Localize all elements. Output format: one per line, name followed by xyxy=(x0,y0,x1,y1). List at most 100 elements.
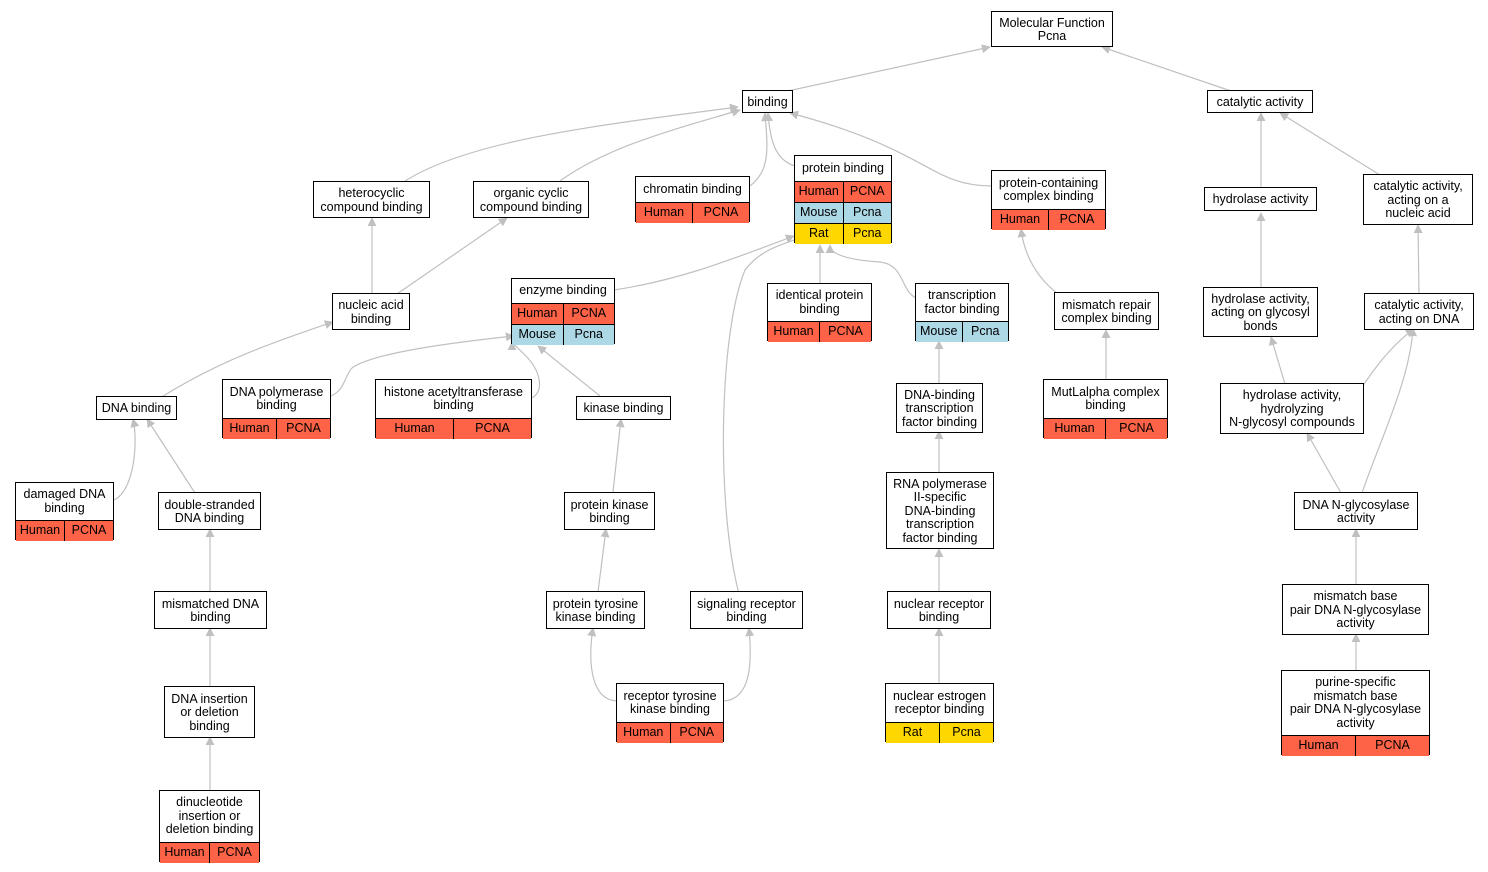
node-label: identical protein binding xyxy=(775,288,864,316)
gene-symbol: PCNA xyxy=(209,843,259,863)
edge xyxy=(537,345,601,397)
go-node-dna-binding-transcription-factor-binding[interactable]: DNA-binding transcription factor binding xyxy=(896,383,983,433)
gene-symbol: PCNA xyxy=(562,304,615,324)
node-label: nuclear receptor binding xyxy=(893,596,985,624)
go-node-protein-kinase-binding[interactable]: protein kinase binding xyxy=(564,492,655,530)
go-node-kinase-binding[interactable]: kinase binding xyxy=(576,396,671,420)
node-label: hydrolase activity xyxy=(1212,192,1309,207)
gene-symbol: PCNA xyxy=(453,419,531,439)
species-label: Human xyxy=(229,421,270,436)
node-label: histone acetyltransferase binding xyxy=(384,384,523,412)
edge xyxy=(1279,112,1381,176)
node-label: protein kinase binding xyxy=(570,497,649,525)
species-label: Human xyxy=(1054,421,1095,436)
gene-symbol: Pcna xyxy=(842,203,892,223)
species-label: Human xyxy=(19,523,61,538)
edge xyxy=(404,103,739,182)
species-label: Human xyxy=(164,845,205,860)
species-row: Human PCNA xyxy=(1044,418,1167,439)
node-label: kinase binding xyxy=(583,401,664,416)
node-label: DNA binding xyxy=(101,401,172,416)
species-row: Human PCNA xyxy=(512,303,614,324)
edge xyxy=(1306,432,1342,494)
gene-symbol: Pcna xyxy=(939,723,993,743)
go-node-catalytic-activity[interactable]: catalytic activity xyxy=(1207,90,1313,113)
go-node-heterocyclic-compound-binding[interactable]: heterocyclic compound binding xyxy=(313,181,430,218)
edge xyxy=(1413,224,1423,295)
species-label: Rat xyxy=(809,226,829,241)
edge xyxy=(722,627,755,702)
go-node-mismatched-dna-binding[interactable]: mismatched DNA binding xyxy=(154,591,267,629)
go-node-catalytic-activity-dna[interactable]: catalytic activity, acting on DNA xyxy=(1364,293,1474,330)
go-node-molecular-function[interactable]: Molecular Function Pcna xyxy=(991,11,1113,47)
node-label: dinucleotide insertion or deletion bindi… xyxy=(165,795,254,837)
gene-symbol: PCNA xyxy=(669,723,724,743)
go-node-double-stranded-dna-binding[interactable]: double-stranded DNA binding xyxy=(158,492,261,530)
go-node-dna-binding[interactable]: DNA binding xyxy=(96,396,177,420)
node-label: double-stranded DNA binding xyxy=(164,497,255,525)
edge xyxy=(330,332,515,397)
edge xyxy=(749,112,771,187)
go-node-protein-tyrosine-kinase-binding[interactable]: protein tyrosine kinase binding xyxy=(546,591,645,629)
go-node-nucleic-acid-binding[interactable]: nucleic acid binding xyxy=(332,293,410,330)
go-node-catalytic-activity-nucleic-acid[interactable]: catalytic activity, acting on a nucleic … xyxy=(1363,174,1473,225)
go-node-mismatch-repair-complex-binding[interactable]: mismatch repair complex binding xyxy=(1054,292,1159,330)
go-node-mismatch-base-pair-dna-n-glycosylase[interactable]: mismatch base pair DNA N-glycosylase act… xyxy=(1282,584,1429,635)
gene-symbol: PCNA xyxy=(1105,419,1167,439)
node-label: Molecular Function Pcna xyxy=(999,15,1105,43)
go-node-binding[interactable]: binding xyxy=(742,90,793,113)
go-node-rna-polymerase-ii-tf-binding[interactable]: RNA polymerase II-specific DNA-binding t… xyxy=(886,472,994,549)
edge xyxy=(789,110,993,187)
species-label: Human xyxy=(517,306,558,321)
go-node-signaling-receptor-binding[interactable]: signaling receptor binding xyxy=(690,591,803,629)
node-label: catalytic activity, acting on DNA xyxy=(1374,298,1464,326)
gene-symbol: Pcna xyxy=(961,322,1009,342)
species-label: Human xyxy=(1298,738,1339,753)
edge xyxy=(1017,228,1059,295)
node-label: mismatched DNA binding xyxy=(161,596,260,624)
node-label: DNA insertion or deletion binding xyxy=(171,691,248,733)
species-row: Human PCNA xyxy=(223,418,330,439)
species-label: Rat xyxy=(902,725,923,740)
species-label: Human xyxy=(643,205,685,220)
edge xyxy=(146,418,196,494)
go-node-hydrolase-glycosyl-bonds[interactable]: hydrolase activity, acting on glycosyl b… xyxy=(1203,287,1318,337)
go-node-dinucleotide-insertion-deletion-binding[interactable]: dinucleotide insertion or deletion bindi… xyxy=(159,790,260,863)
go-node-purine-specific-mismatch-base-pair[interactable]: purine-specific mismatch base pair DNA N… xyxy=(1281,670,1430,756)
edge xyxy=(159,320,334,399)
go-node-nuclear-receptor-binding[interactable]: nuclear receptor binding xyxy=(887,591,991,629)
species-label: Mouse xyxy=(919,324,958,339)
go-node-organic-cyclic-compound-binding[interactable]: organic cyclic compound binding xyxy=(473,181,589,218)
go-node-hydrolase-n-glycosyl-compounds[interactable]: hydrolase activity, hydrolyzing N-glycos… xyxy=(1220,383,1364,434)
node-label: protein binding xyxy=(801,160,884,175)
gene-symbol: PCNA xyxy=(819,322,871,342)
edge xyxy=(825,244,917,299)
edge xyxy=(597,528,610,593)
gene-symbol: PCNA xyxy=(276,419,330,439)
edge xyxy=(113,418,140,501)
go-node-dna-insertion-deletion-binding[interactable]: DNA insertion or deletion binding xyxy=(164,686,255,738)
gene-symbol: PCNA xyxy=(64,521,113,541)
go-node-hydrolase-activity[interactable]: hydrolase activity xyxy=(1204,187,1317,211)
node-label: damaged DNA binding xyxy=(23,487,106,515)
node-label: binding xyxy=(747,94,788,109)
node-label: chromatin binding xyxy=(643,181,742,196)
species-row: Rat Pcna xyxy=(886,722,993,743)
node-label: nuclear estrogen receptor binding xyxy=(892,688,987,716)
go-node-dna-n-glycosylase-activity[interactable]: DNA N-glycosylase activity xyxy=(1294,492,1418,530)
